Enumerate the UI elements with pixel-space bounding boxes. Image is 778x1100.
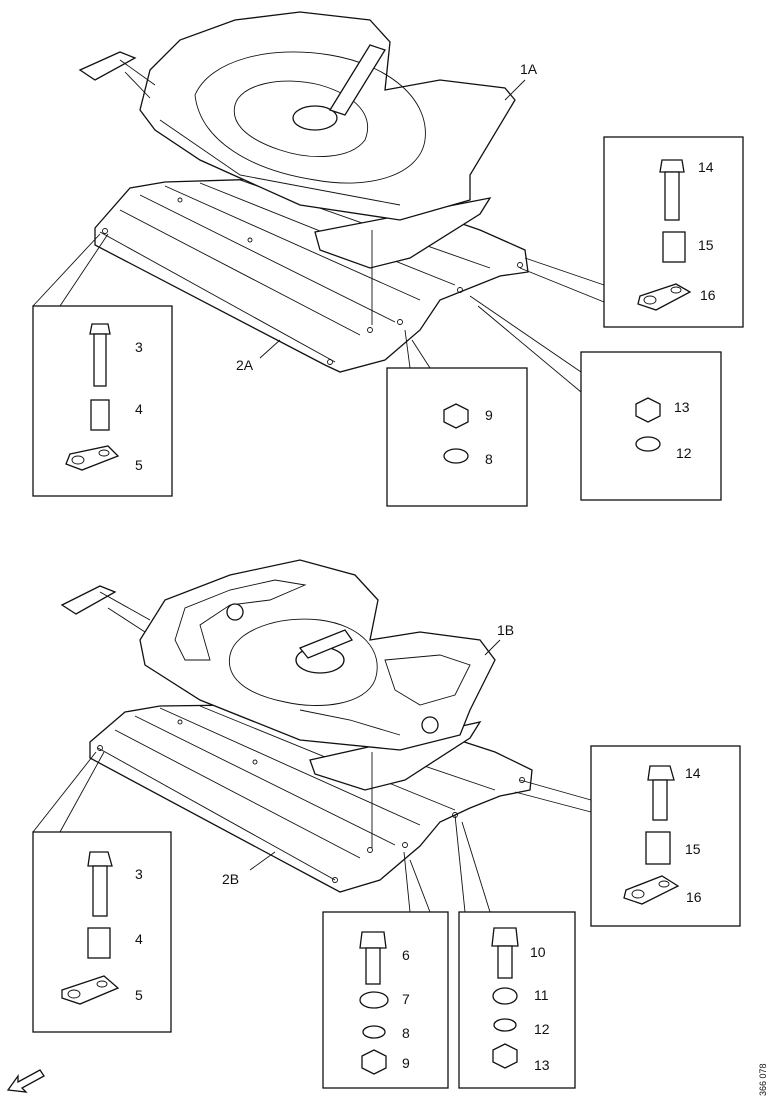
bracket-icon [61,975,120,1005]
part-number: 5 [135,987,143,1003]
part-number: 13 [674,399,690,415]
callout-box-top-right-high [519,136,744,328]
figure-code: 366 078 [758,1063,768,1096]
label-1b: 1B [497,622,514,638]
fifth-wheel-1b [60,559,496,751]
label-2a-leader [259,339,281,359]
part-number: 11 [534,987,549,1003]
part-number: 3 [135,339,143,355]
part-number: 4 [135,931,143,947]
bolt-icon [89,323,111,335]
nut-icon [635,397,661,423]
bottom-assembly [60,559,533,893]
label-2a: 2A [236,357,254,373]
washer-icon [362,1025,386,1039]
part-number: 14 [698,159,714,175]
label-2b-leader [249,851,276,871]
nut-icon [492,1043,518,1069]
part-number: 13 [534,1057,550,1073]
part-number: 15 [698,237,714,253]
bolt-icon [87,851,113,867]
part-number: 6 [402,947,410,963]
bolt-icon [659,159,685,173]
part-number: 12 [676,445,692,461]
part-number: 3 [135,866,143,882]
callout-box-bottom-mid-a [322,851,449,1089]
callout-box-top-left [32,233,173,497]
coupling-base-1a [314,197,492,269]
bracket-icon [623,875,680,905]
callout-box-top-right-low [469,295,722,501]
label-1b-leader [484,639,501,656]
part-number: 4 [135,401,143,417]
bolt-icon [359,931,387,949]
callout-box-top-mid [386,329,528,507]
washer-icon [635,436,661,452]
part-number: 7 [402,991,410,1007]
part-number: 8 [402,1025,410,1041]
part-number: 12 [534,1021,550,1037]
nut-icon [443,403,469,429]
bolt-icon [491,927,519,947]
part-number: 10 [530,944,546,960]
part-number: 16 [686,889,702,905]
bolt-icon [647,765,675,781]
part-number: 16 [700,287,716,303]
part-number: 15 [685,841,701,857]
fifth-wheel-1a [78,11,516,221]
callout-box-bottom-mid-b [454,814,576,1089]
part-number: 8 [485,451,493,467]
callout-box-bottom-left [32,751,172,1033]
part-number: 9 [485,407,493,423]
part-number: 14 [685,765,701,781]
part-number: 5 [135,457,143,473]
washer-icon [443,448,469,464]
label-1a-leader [504,79,526,101]
top-assembly [78,11,529,373]
nut-icon [361,1049,387,1075]
callout-box-bottom-right [514,745,741,927]
part-number: 9 [402,1055,410,1071]
label-2b: 2B [222,871,239,887]
washer-icon [493,1018,517,1032]
label-1a: 1A [520,61,538,77]
direction-arrow-icon [6,1069,45,1093]
